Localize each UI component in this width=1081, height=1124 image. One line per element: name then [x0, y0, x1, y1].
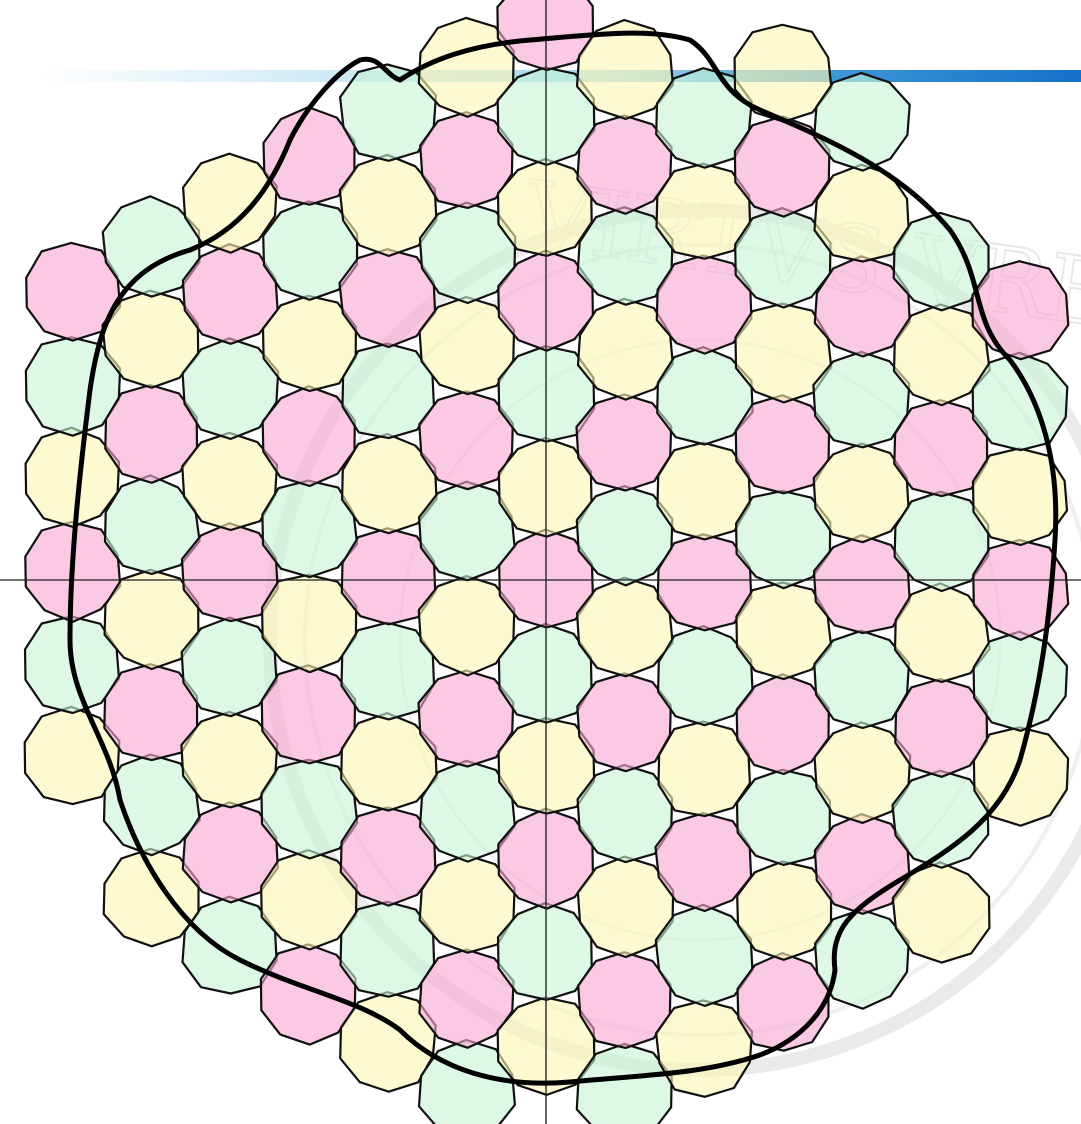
- tile-green: [973, 353, 1068, 450]
- tile-green: [974, 632, 1067, 731]
- tile-pink: [577, 673, 671, 771]
